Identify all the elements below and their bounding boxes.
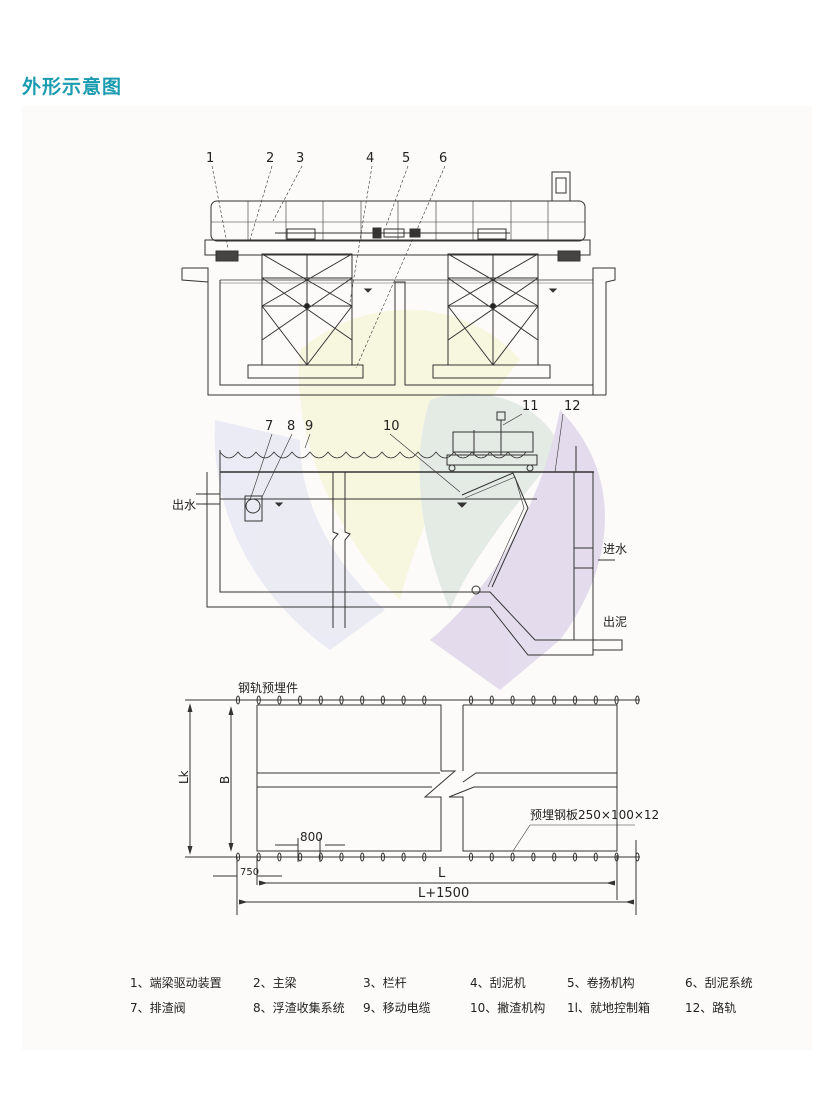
diagram-panel	[22, 106, 812, 1050]
elevation-callouts: 1 2 3 4 5 6	[206, 151, 447, 166]
embed-bolt	[552, 852, 557, 862]
callout-10: 10	[383, 419, 400, 434]
embed-bolt	[360, 695, 365, 705]
embed-bolt	[593, 852, 598, 862]
scraper-truss-right	[432, 253, 551, 379]
callout-1: 1	[206, 151, 214, 166]
callout-11: 11	[522, 399, 539, 414]
legend-item: 3、栏杆	[363, 976, 407, 990]
embed-bolt	[489, 852, 494, 862]
legend-item: 5、卷扬机构	[567, 976, 635, 990]
section-view: 7 8 9 10 11 12 出水 进水 出泥	[172, 399, 627, 656]
callout-6: 6	[439, 151, 447, 166]
callout-8: 8	[287, 419, 295, 434]
center-pipe	[332, 472, 351, 628]
embed-bolt	[468, 695, 474, 705]
embed-bolt	[380, 695, 385, 705]
watermark-logo	[214, 309, 605, 690]
embed-bolt	[572, 695, 578, 705]
legend-item: 8、浮渣收集系统	[253, 1001, 345, 1015]
page-title: 外形示意图	[22, 76, 123, 98]
dim-b: B	[218, 776, 232, 784]
callout-12: 12	[564, 399, 581, 414]
embed-bolt	[510, 852, 515, 862]
embed-bolt	[318, 852, 323, 862]
sludge-outlet-label: 出泥	[603, 615, 627, 629]
plan-view: 钢轨预埋件 预埋钢板250×100×12 Lk B 800 750 L L+15…	[177, 681, 659, 915]
embed-bolt	[339, 852, 344, 862]
dim-lk: Lk	[177, 770, 191, 784]
callout-4: 4	[366, 151, 374, 166]
embed-bolt	[552, 695, 557, 705]
dim-l-plus-1500: L+1500	[418, 886, 469, 901]
scraper-truss-left	[247, 253, 364, 379]
legend-item: 1、端梁驱动装置	[130, 976, 222, 990]
embed-bolt	[531, 852, 536, 862]
embedded-plate-label: 预埋钢板250×100×12	[530, 808, 659, 822]
embed-bolt	[510, 695, 515, 705]
legend-item: 4、刮泥机	[470, 976, 526, 990]
drive-unit-left	[215, 250, 239, 262]
parts-legend: 1、端梁驱动装置 2、主梁 3、栏杆 4、刮泥机 5、卷扬机构 6、刮泥系统 7…	[130, 970, 770, 1020]
embed-bolt	[401, 695, 406, 705]
rail-embed-bolts	[235, 695, 640, 862]
callout-9: 9	[305, 419, 313, 434]
dim-800: 800	[300, 830, 323, 844]
legend-item: 12、路轨	[685, 1001, 737, 1015]
elevation-view: 1 2 3 4 5 6	[181, 151, 616, 396]
embed-bolt	[298, 695, 303, 705]
embed-bolt	[531, 695, 536, 705]
embed-bolt	[614, 695, 619, 705]
embed-bolt	[318, 695, 323, 705]
embed-bolt	[489, 695, 494, 705]
legend-item: 9、移动电缆	[363, 1001, 431, 1015]
embed-bolt	[593, 695, 598, 705]
embed-bolt	[422, 852, 427, 862]
embed-bolt	[360, 852, 365, 862]
rail-embed-label: 钢轨预埋件	[238, 681, 298, 695]
embed-bolt	[235, 695, 241, 705]
legend-row: 7、排渣阀 8、浮渣收集系统 9、移动电缆 10、撇渣机构 1l、就地控制箱 1…	[130, 995, 770, 1020]
embed-bolt	[635, 695, 640, 705]
embed-bolt	[256, 695, 261, 705]
legend-row: 1、端梁驱动装置 2、主梁 3、栏杆 4、刮泥机 5、卷扬机构 6、刮泥系统	[130, 970, 770, 995]
legend-item: 10、撇渣机构	[470, 1001, 546, 1015]
legend-item: 1l、就地控制箱	[567, 1001, 650, 1015]
inlet-label: 进水	[603, 542, 627, 556]
callout-2: 2	[266, 151, 274, 166]
embed-bolt	[468, 852, 474, 862]
scum-valve	[244, 495, 263, 522]
embed-bolt	[235, 852, 241, 862]
embed-bolt	[572, 852, 578, 862]
embed-bolt	[277, 852, 282, 862]
main-beam	[204, 239, 591, 256]
embed-bolt	[339, 695, 344, 705]
skimming-trolley	[446, 411, 538, 472]
dim-750: 750	[240, 867, 259, 878]
legend-item: 7、排渣阀	[130, 1001, 186, 1015]
tank-section	[206, 472, 594, 656]
winch-mechanism	[275, 227, 510, 240]
dim-l: L	[438, 866, 446, 881]
embed-bolt	[277, 695, 282, 705]
callout-5: 5	[402, 151, 410, 166]
embed-bolt	[380, 852, 385, 862]
embed-bolt	[422, 695, 427, 705]
callout-7: 7	[265, 419, 273, 434]
callout-3: 3	[296, 151, 304, 166]
embed-bolt	[401, 852, 406, 862]
drive-unit-right	[557, 250, 581, 262]
outlet-label: 出水	[172, 498, 196, 512]
control-box	[551, 171, 571, 202]
legend-item: 2、主梁	[253, 976, 297, 990]
legend-item: 6、刮泥系统	[685, 976, 753, 990]
